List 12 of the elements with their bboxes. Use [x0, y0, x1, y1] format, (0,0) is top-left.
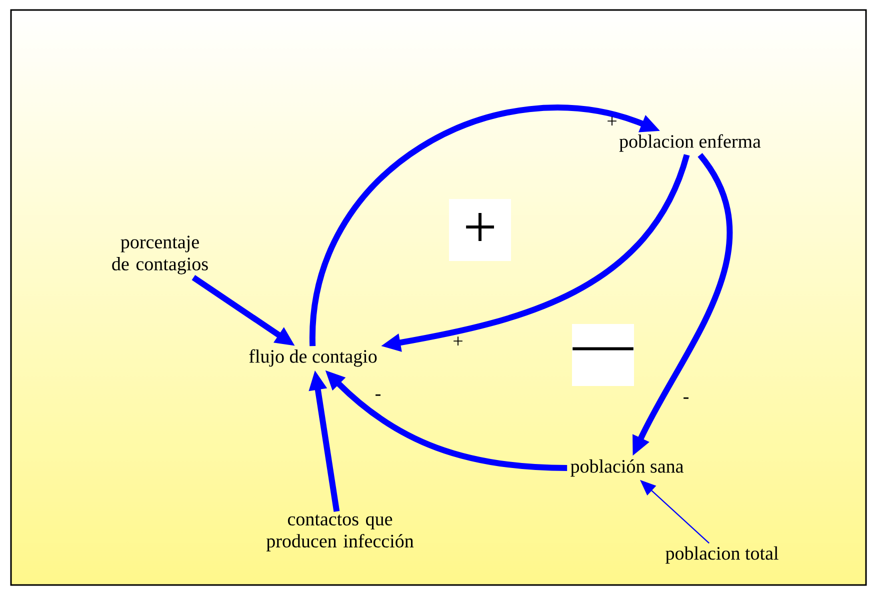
variable-label: población sana [570, 459, 684, 477]
edge-label: - [684, 397, 688, 399]
loop-polarity-sign: — [572, 324, 634, 386]
variable-label: poblacion total [666, 546, 778, 564]
variable-label: contactos que producen infección [266, 514, 414, 552]
variable-label: poblacion enferma [619, 134, 761, 152]
edge-label: + [608, 116, 616, 126]
variable-label: porcentaje de contagios [112, 236, 208, 274]
edge-label: + [454, 336, 462, 346]
variable-label: flujo de contagio [249, 349, 377, 367]
edge-label: - [376, 394, 380, 396]
loop-polarity-sign: + [449, 199, 511, 261]
